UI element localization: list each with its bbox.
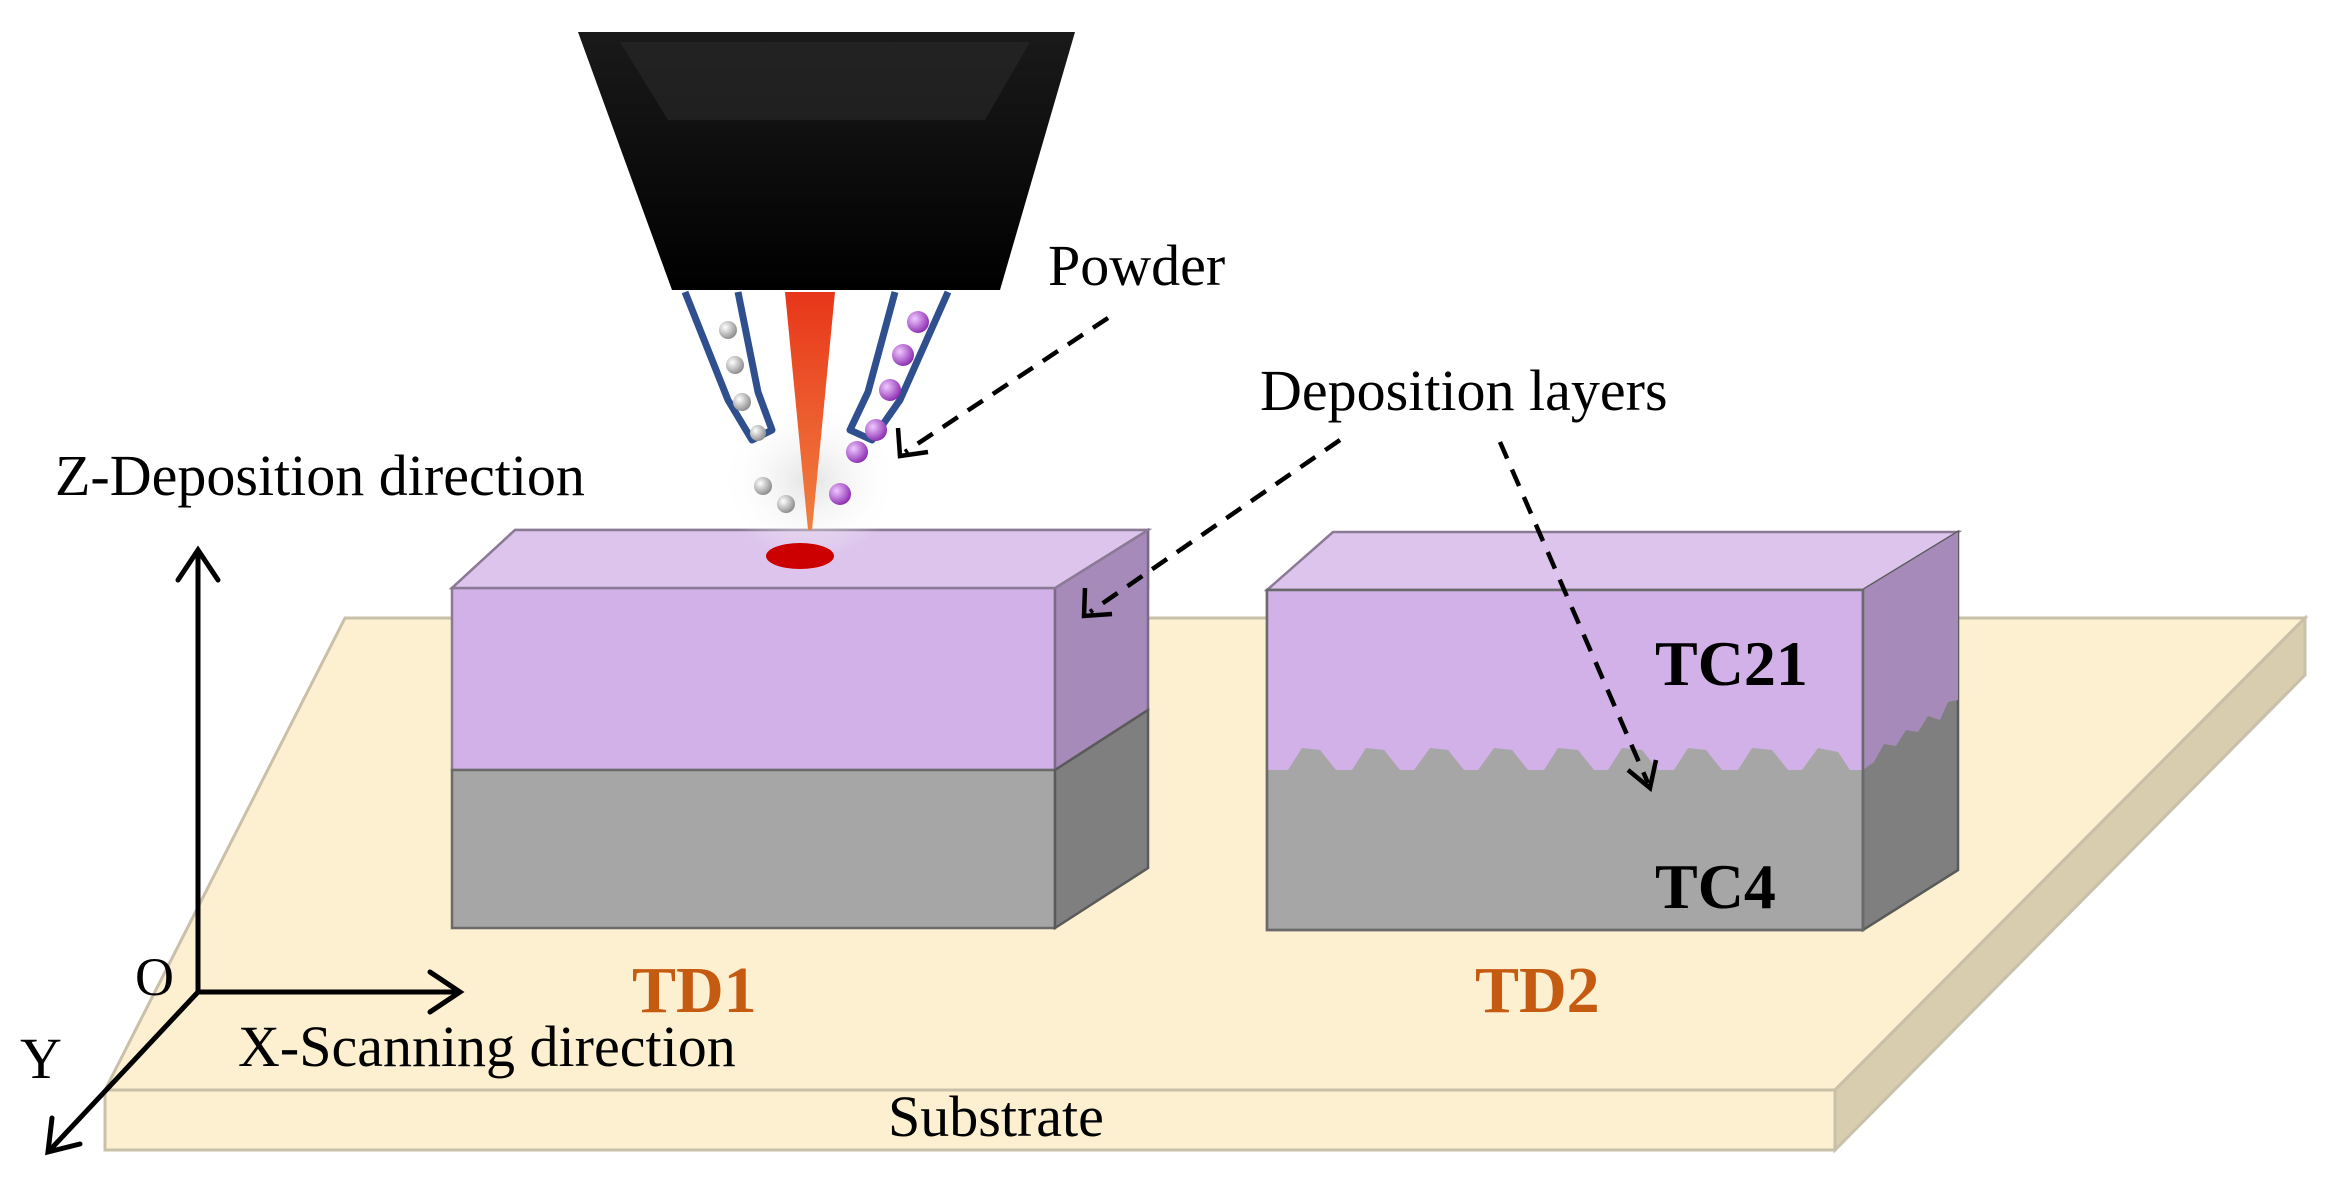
y-axis-line bbox=[47, 989, 201, 1153]
annotation-arrows bbox=[895, 316, 1659, 793]
particle bbox=[865, 419, 887, 441]
particle bbox=[777, 495, 795, 513]
layers-arrow-right bbox=[1497, 441, 1651, 784]
right-feed-tube bbox=[846, 290, 952, 444]
powder-label: Powder bbox=[1048, 233, 1225, 298]
particle bbox=[829, 483, 851, 505]
nozzle-highlight bbox=[620, 42, 1030, 120]
particle bbox=[892, 344, 914, 366]
particle bbox=[846, 441, 868, 463]
powder-arrow bbox=[903, 316, 1110, 454]
nozzle bbox=[578, 32, 1075, 290]
substrate-side bbox=[1833, 614, 2307, 1154]
td2-tc21-front-wavy bbox=[1267, 590, 1863, 770]
particle bbox=[733, 393, 751, 411]
layers-arrowhead-left bbox=[1081, 587, 1113, 619]
y-axis-arrowhead bbox=[45, 1115, 83, 1156]
powder-arrowhead bbox=[895, 427, 929, 459]
td2-tc21-side-wavy bbox=[1863, 532, 1958, 770]
layers-arrow-left bbox=[1088, 438, 1342, 614]
tc4-label: TC4 bbox=[1655, 851, 1776, 922]
block-td2 bbox=[1263, 529, 1963, 933]
deposition-layers-label: Deposition layers bbox=[1260, 358, 1668, 423]
td2-top-face bbox=[1263, 530, 1963, 592]
z-axis-label: Z-Deposition direction bbox=[55, 443, 585, 508]
particle bbox=[726, 356, 744, 374]
particle bbox=[719, 321, 737, 339]
y-axis-label: Y bbox=[20, 1026, 62, 1091]
td1-tc21-front bbox=[450, 586, 1057, 772]
td1-tc4-side bbox=[1053, 707, 1150, 931]
melt-pool bbox=[766, 543, 834, 569]
particle bbox=[750, 425, 766, 441]
x-axis-label: X-Scanning direction bbox=[238, 1014, 736, 1079]
particle bbox=[754, 477, 772, 495]
tc21-label: TC21 bbox=[1655, 628, 1808, 699]
particle bbox=[907, 311, 929, 333]
powder-particles-tc21 bbox=[829, 311, 929, 505]
powder-particles-tc4 bbox=[719, 321, 795, 513]
z-axis-arrowhead bbox=[175, 545, 221, 583]
laser-beam bbox=[785, 292, 835, 530]
particle bbox=[879, 379, 901, 401]
td1-tc4-front bbox=[450, 768, 1057, 930]
td2-label: TD2 bbox=[1475, 954, 1600, 1027]
layers-arrowhead-right bbox=[1626, 759, 1659, 793]
x-axis-arrowhead bbox=[427, 969, 465, 1015]
td1-label: TD1 bbox=[632, 954, 757, 1027]
block-td1 bbox=[448, 527, 1153, 931]
substrate-label: Substrate bbox=[888, 1084, 1104, 1149]
origin-label: O bbox=[135, 947, 174, 1007]
coordinate-axes bbox=[45, 545, 465, 1156]
